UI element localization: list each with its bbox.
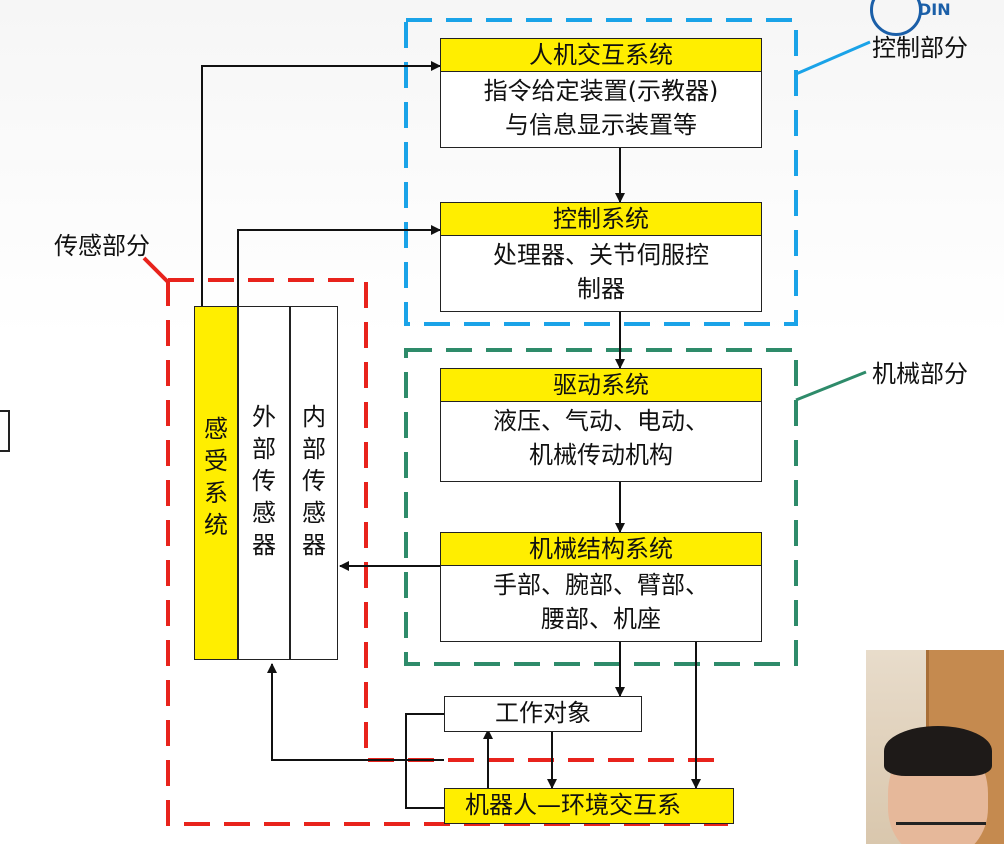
drive-line-2: 机械传动机构 bbox=[529, 441, 673, 469]
mech-structure-box: 机械结构系统 手部、腕部、臂部、 腰部、机座 bbox=[440, 532, 762, 642]
arrow-external-to-control bbox=[237, 225, 441, 306]
perception-system-label: 感受系统 bbox=[204, 415, 228, 539]
internal-sensor-label: 内部传感器 bbox=[302, 403, 326, 559]
control-part-outline bbox=[404, 18, 798, 326]
hmi-line-1: 指令给定装置(示教器) bbox=[483, 77, 719, 105]
partial-frame-edge bbox=[0, 410, 10, 452]
hmi-system-title: 人机交互系统 bbox=[441, 39, 761, 72]
control-part-label: 控制部分 bbox=[872, 34, 968, 62]
external-sensor-column: 外部传感器 bbox=[238, 306, 290, 660]
work-object-loop bbox=[405, 713, 444, 809]
control-system-box: 控制系统 处理器、关节伺服控 制器 bbox=[440, 202, 762, 312]
perception-system-column: 感受系统 bbox=[194, 306, 238, 660]
presenter-hair bbox=[884, 726, 992, 776]
hmi-line-2: 与信息显示装置等 bbox=[505, 111, 697, 139]
mech-line-2: 腰部、机座 bbox=[541, 605, 661, 633]
mechanical-part-outline bbox=[404, 348, 798, 666]
hmi-system-box: 人机交互系统 指令给定装置(示教器) 与信息显示装置等 bbox=[440, 38, 762, 148]
control-line-1: 处理器、关节伺服控 bbox=[493, 241, 709, 269]
drive-system-title: 驱动系统 bbox=[441, 369, 761, 402]
mech-structure-title: 机械结构系统 bbox=[441, 533, 761, 566]
presenter-webcam-image bbox=[866, 650, 1004, 844]
drive-system-box: 驱动系统 液压、气动、电动、 机械传动机构 bbox=[440, 368, 762, 482]
mechanical-part-leader bbox=[795, 370, 867, 402]
logo-text: DIN bbox=[918, 0, 951, 19]
internal-sensor-column: 内部传感器 bbox=[290, 306, 338, 660]
sensing-part-outline bbox=[166, 278, 728, 826]
external-sensor-label: 外部传感器 bbox=[252, 403, 276, 559]
control-line-2: 制器 bbox=[577, 275, 625, 303]
mechanical-part-label: 机械部分 bbox=[872, 360, 968, 388]
glasses-icon bbox=[896, 822, 986, 843]
work-object-box: 工作对象 bbox=[444, 696, 642, 732]
mech-line-1: 手部、腕部、臂部、 bbox=[493, 571, 709, 599]
control-system-title: 控制系统 bbox=[441, 203, 761, 236]
sensing-part-leader bbox=[142, 256, 170, 284]
drive-line-1: 液压、气动、电动、 bbox=[493, 407, 709, 435]
sensing-part-label: 传感部分 bbox=[54, 232, 150, 260]
control-part-leader bbox=[795, 40, 871, 76]
arrow-env-to-external-sensor bbox=[267, 663, 444, 761]
robot-env-interaction-box: 机器人—环境交互系 bbox=[444, 788, 734, 824]
arrow-perception-to-hmi bbox=[201, 61, 441, 306]
college-logo-icon bbox=[870, 0, 922, 36]
